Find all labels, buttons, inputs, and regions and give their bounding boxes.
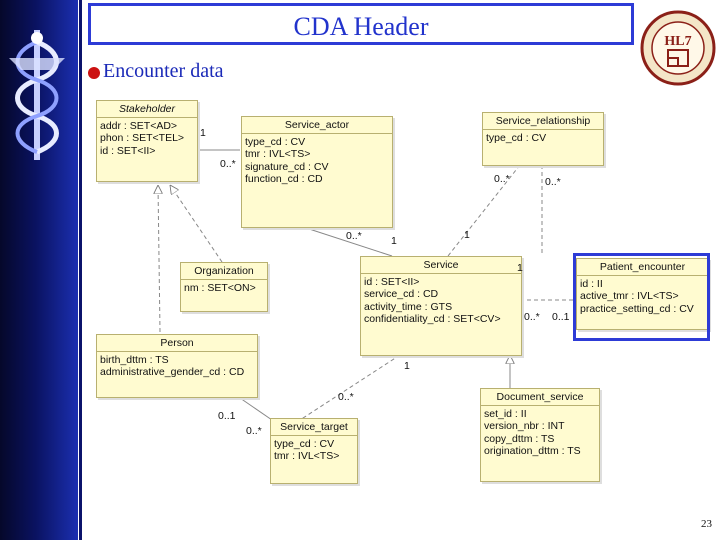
class-service-relationship: Service_relationship type_cd : CV <box>482 112 604 166</box>
class-organization: Organization nm : SET<ON> <box>180 262 268 312</box>
multiplicity-label: 1 <box>517 262 523 274</box>
sidebar-divider <box>79 0 82 540</box>
multiplicity-label: 0..* <box>246 425 262 437</box>
class-person: Person birth_dttm : TS administrative_ge… <box>96 334 258 398</box>
attribute: origination_dttm : TS <box>484 445 581 457</box>
attribute: birth_dttm : TS <box>100 353 169 366</box>
attribute: service_cd : CD <box>364 288 439 300</box>
multiplicity-label: 0..1 <box>218 410 236 422</box>
bullet-icon <box>88 67 100 79</box>
class-document-service: Document_service set_id : II version_nbr… <box>480 388 600 482</box>
attribute: type_cd : CV <box>486 131 547 144</box>
attribute: tmr : IVL<TS> <box>245 148 311 160</box>
class-name: Person <box>97 335 257 352</box>
page-number: 23 <box>701 518 712 530</box>
caduceus-logo <box>9 30 65 160</box>
person-stakeholder-generalization <box>158 185 160 333</box>
attribute: activity_time : GTS <box>364 300 453 313</box>
multiplicity-label: 0..1 <box>552 311 570 323</box>
service-target-line <box>299 354 401 421</box>
class-name: Patient_encounter <box>577 259 708 276</box>
class-patient-encounter: Patient_encounter id : II active_tmr : I… <box>576 258 709 330</box>
attribute: version_nbr : INT <box>484 420 565 432</box>
attribute: tmr : IVL<TS> <box>274 450 340 462</box>
class-name: Service <box>361 257 521 274</box>
class-name: Stakeholder <box>97 101 197 118</box>
attribute: type_cd : CV <box>245 135 306 148</box>
attribute: active_tmr : IVL<TS> <box>580 290 679 302</box>
class-name: Service_actor <box>242 117 392 134</box>
actor-service-line <box>299 225 393 257</box>
class-stakeholder: Stakeholder addr : SET<AD> phon : SET<TE… <box>96 100 198 182</box>
class-name: Service_target <box>271 419 357 436</box>
multiplicity-label: 0..* <box>545 176 561 188</box>
person-target-line <box>239 397 273 421</box>
attribute: set_id : II <box>484 407 527 420</box>
attribute: signature_cd : CV <box>245 160 329 173</box>
attribute: id : SET<II> <box>100 144 156 157</box>
multiplicity-label: 1 <box>200 127 206 139</box>
encounter-highlight-box <box>573 253 710 341</box>
attribute: confidentiality_cd : SET<CV> <box>364 313 501 325</box>
multiplicity-label: 0..* <box>346 230 362 242</box>
class-service: Service id : SET<II> service_cd : CD act… <box>360 256 522 356</box>
class-name: Organization <box>181 263 267 280</box>
attribute: phon : SET<TEL> <box>100 132 185 144</box>
attribute: practice_setting_cd : CV <box>580 302 694 315</box>
attribute: function_cd : CD <box>245 173 323 185</box>
relationship-service-line-1 <box>447 164 521 257</box>
attribute: nm : SET<ON> <box>184 281 256 294</box>
class-service-actor: Service_actor type_cd : CV tmr : IVL<TS>… <box>241 116 393 228</box>
subtitle: Encounter data <box>103 60 224 82</box>
page-title: CDA Header <box>293 12 429 41</box>
attribute: id : II <box>580 277 603 290</box>
class-name: Document_service <box>481 389 599 406</box>
multiplicity-label: 1 <box>464 229 470 241</box>
title-box: CDA Header <box>88 3 634 45</box>
slide-sidebar <box>0 0 78 540</box>
multiplicity-label: 0..* <box>338 391 354 403</box>
hl7-logo-text: HL7 <box>664 34 691 49</box>
multiplicity-label: 0..* <box>220 158 236 170</box>
attribute: type_cd : CV <box>274 437 335 450</box>
attribute: administrative_gender_cd : CD <box>100 366 245 378</box>
multiplicity-label: 0..* <box>494 173 510 185</box>
attribute: addr : SET<AD> <box>100 119 178 132</box>
multiplicity-label: 1 <box>391 235 397 247</box>
multiplicity-label: 1 <box>404 360 410 372</box>
class-name: Service_relationship <box>483 113 603 130</box>
hl7-logo: HL7 <box>640 10 716 86</box>
multiplicity-label: 0..* <box>524 311 540 323</box>
organization-stakeholder-generalization <box>170 185 223 263</box>
attribute: copy_dttm : TS <box>484 432 555 445</box>
attribute: id : SET<II> <box>364 275 420 288</box>
class-service-target: Service_target type_cd : CV tmr : IVL<TS… <box>270 418 358 484</box>
